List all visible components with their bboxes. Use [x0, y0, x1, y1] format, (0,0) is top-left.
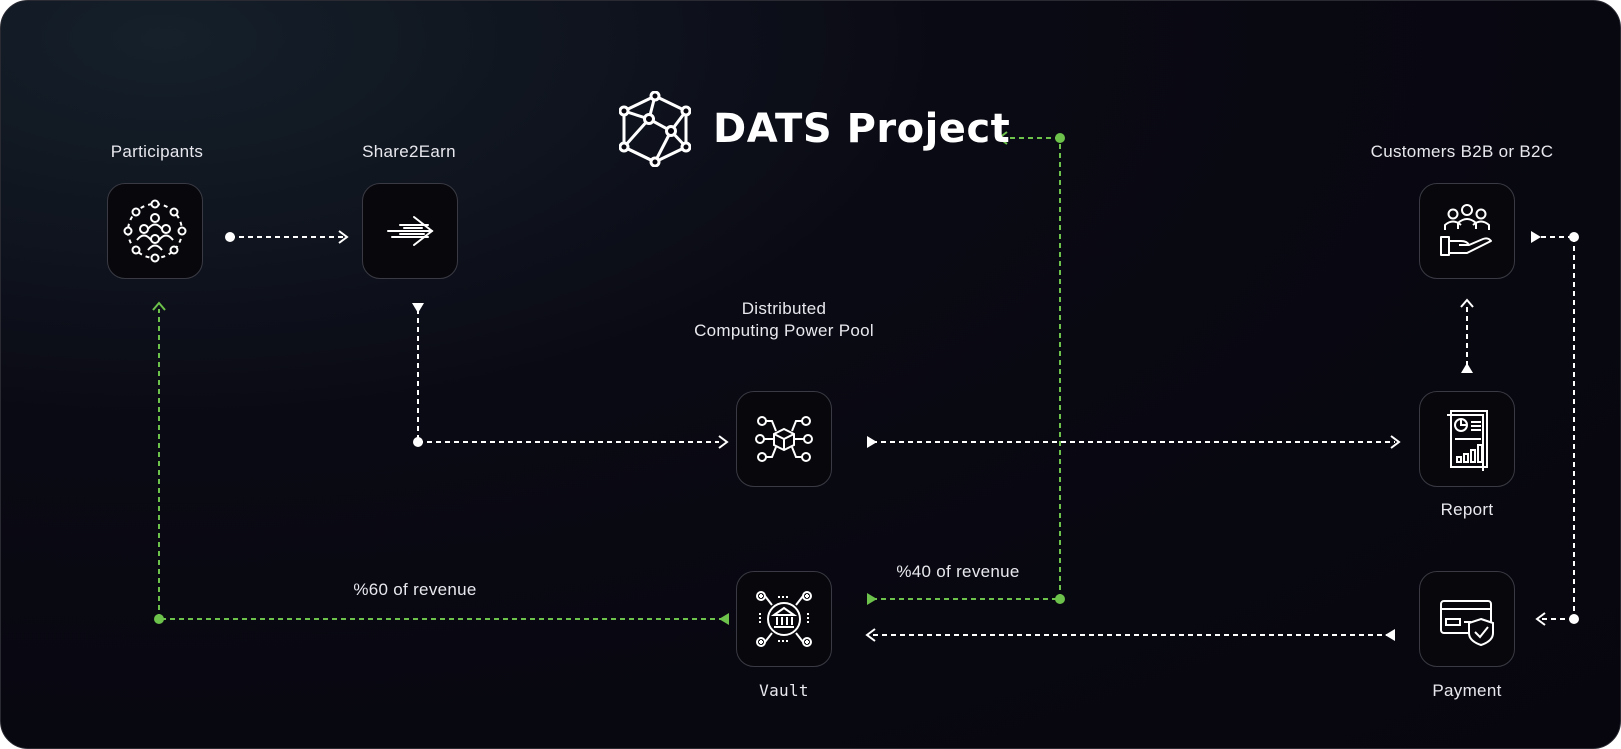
dot: [1569, 614, 1579, 624]
arrow-tail-green: [719, 613, 729, 625]
participants-label: Participants: [110, 142, 204, 161]
speed-arrow-icon: [387, 216, 434, 246]
arrow-tail: [1385, 629, 1395, 641]
arrow-tail: [1461, 363, 1473, 373]
dot: [1569, 232, 1579, 242]
report-node: [1419, 391, 1515, 487]
arrow-tail: [412, 303, 424, 313]
dot-green: [1055, 594, 1065, 604]
report-label: Report: [1440, 500, 1494, 519]
dot: [225, 232, 235, 242]
title-block: DATS Project: [619, 91, 1010, 167]
computing-pool-node: [736, 391, 832, 487]
arrow-head: [1390, 435, 1401, 449]
cube-network-icon: [755, 416, 813, 462]
people-network-icon: [123, 199, 187, 263]
payment-label: Payment: [1432, 681, 1502, 700]
page-title: DATS Project: [713, 106, 1011, 152]
arrow-head: [1535, 612, 1546, 626]
customers-label: Customers B2B or B2C: [1370, 142, 1554, 161]
dot-green: [1055, 133, 1065, 143]
pool-label-line2: Computing Power Pool: [694, 321, 874, 340]
participants-node: [107, 183, 203, 279]
vault-node: [736, 571, 832, 667]
share2earn-label: Share2Earn: [362, 142, 456, 161]
arrow-head-green: [152, 301, 166, 311]
network-logo-icon: [619, 91, 691, 167]
customers-node: [1419, 183, 1515, 279]
arrow-head: [1460, 298, 1474, 308]
arrow-tail-green: [867, 593, 877, 605]
dot-green: [154, 614, 164, 624]
bank-vault-icon: [756, 591, 812, 647]
share2earn-node: [362, 183, 458, 279]
arrow-head: [338, 230, 349, 244]
revenue-60-label: %60 of revenue: [353, 580, 477, 599]
report-chart-icon: [1447, 410, 1488, 471]
payment-node: [1419, 571, 1515, 667]
arrow-head-green: [997, 131, 1008, 145]
vault-label: Vault: [759, 681, 809, 700]
arrow-tail: [867, 436, 877, 448]
revenue-40-label: %40 of revenue: [896, 562, 1020, 581]
pool-label-line1: Distributed: [741, 299, 827, 318]
arrow-head: [865, 628, 876, 642]
credit-card-shield-icon: [1440, 600, 1494, 647]
arrow-tail: [1531, 231, 1541, 243]
dot: [413, 437, 423, 447]
arrow-head: [718, 435, 729, 449]
customers-hand-icon: [1440, 204, 1492, 256]
